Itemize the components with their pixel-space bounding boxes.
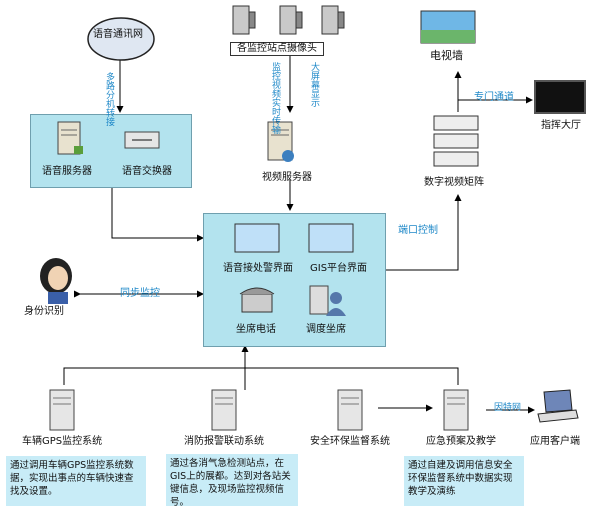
command-center-panel (203, 213, 386, 347)
voice-link-label: 多路分机转接 (104, 72, 114, 126)
big-screen-label: 大屏幕显示 (309, 62, 319, 107)
command-hall-label: 指挥大厅 (541, 120, 581, 131)
server-icon (262, 118, 302, 170)
gis-ui-label: GIS平台界面 (310, 263, 368, 274)
server-icon (52, 120, 88, 162)
monitor-icon (308, 223, 356, 261)
monitor-icon (234, 223, 282, 261)
camera-icon (318, 4, 348, 42)
voice-panel (30, 114, 192, 188)
video-link-label: 监控视频实时传输 (270, 62, 280, 134)
server-icon (334, 388, 368, 438)
gps-system-label: 车辆GPS监控系统 (22, 436, 103, 447)
port-control-label: 端口控制 (398, 225, 438, 236)
dispatcher-icon (308, 282, 348, 324)
tv-wall-icon (420, 10, 476, 50)
server-icon (46, 388, 80, 438)
server-icon (440, 388, 474, 438)
app-client-label: 应用客户端 (530, 436, 580, 447)
gps-note: 通过调用车辆GPS监控系统数据，实现出事点的车辆快速查找及设置。 (6, 456, 146, 506)
camera-icon (276, 4, 306, 42)
digital-matrix-label: 数字视频矩阵 (424, 177, 484, 188)
cameras-label: 各监控站点摄像头 (230, 42, 324, 56)
dispatcher-label: 调度坐席 (306, 324, 346, 335)
emergency-note: 通过自建及调用信息安全环保监督系统中数据实现教学及演练 (404, 456, 524, 506)
internet-label: 因特网 (494, 403, 522, 413)
voice-switch-label: 语音交换器 (122, 166, 172, 177)
emergency-label: 应急预案及教学 (426, 436, 496, 447)
voice-alarm-ui-label: 语音接处警界面 (223, 263, 293, 274)
special-line-label: 专门通道 (474, 92, 514, 103)
camera-icon (229, 4, 259, 42)
fire-note: 通过各消气急检测站点，在GIS上的展都。达到对各站关键信息，及现场监控视频信号。 (166, 454, 298, 508)
seat-phone-label: 坐席电话 (236, 324, 276, 335)
server-icon (208, 388, 242, 438)
matrix-icon (432, 112, 484, 176)
phone-icon (238, 284, 278, 322)
cloud-icon (86, 16, 156, 62)
switch-icon (122, 124, 164, 158)
person-icon (34, 256, 80, 310)
env-system-label: 安全环保监督系统 (310, 436, 390, 447)
voice-server-label: 语音服务器 (42, 166, 92, 177)
identity-label: 身份识别 (24, 306, 64, 317)
video-server-label: 视频服务器 (262, 172, 312, 183)
big-screen-icon (534, 80, 586, 120)
sync-monitor-label: 同步监控 (120, 288, 160, 299)
laptop-icon (536, 388, 580, 428)
tv-wall-label: 电视墙 (430, 49, 463, 62)
fire-system-label: 消防报警联动系统 (184, 436, 264, 447)
voice-network-label: 语音通讯网 (93, 29, 143, 40)
